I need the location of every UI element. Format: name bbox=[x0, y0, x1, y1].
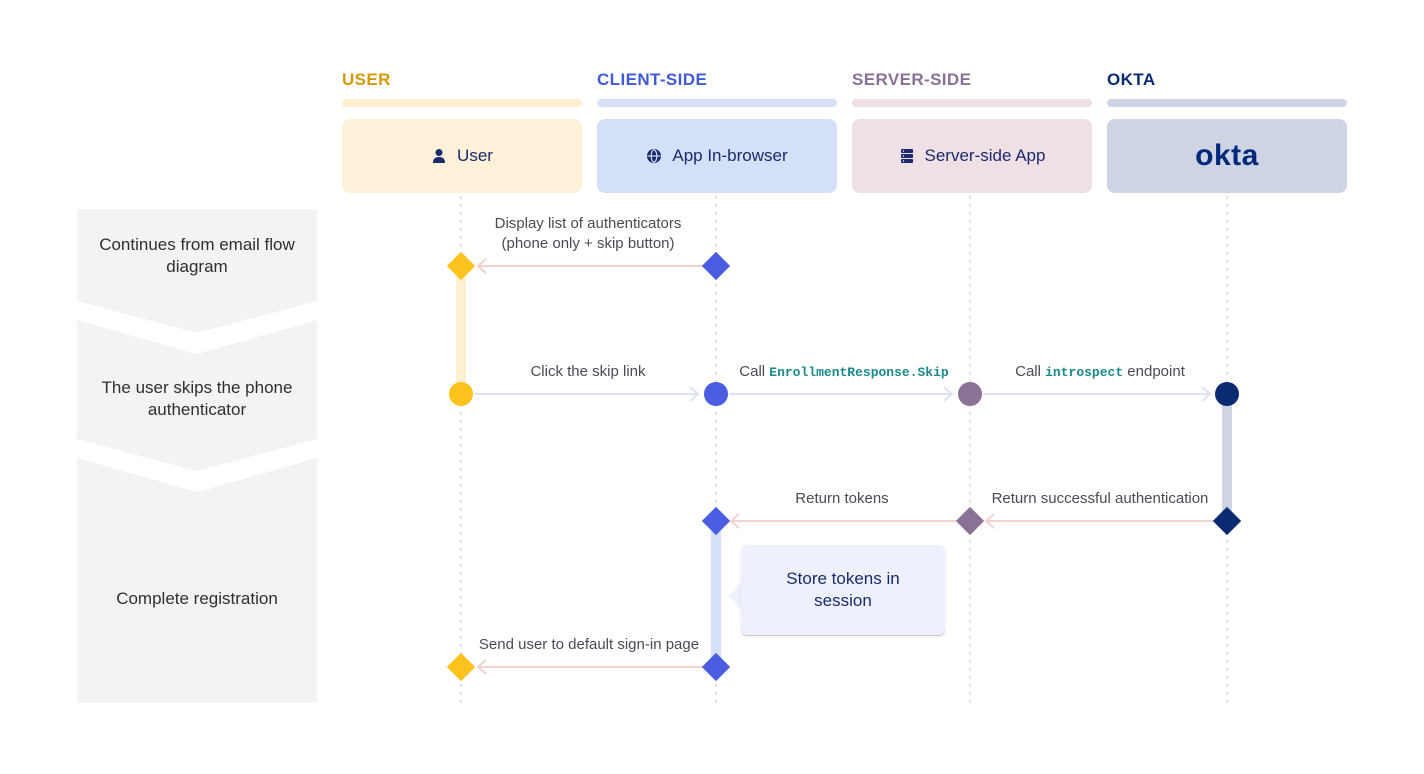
okta-logo: okta bbox=[1195, 139, 1259, 172]
msg-display-line2: (phone only + skip button) bbox=[501, 235, 675, 252]
node-server-circle bbox=[958, 382, 982, 406]
node-user-diamond-2 bbox=[446, 652, 476, 682]
step-complete-registration-label: Complete registration bbox=[116, 588, 278, 608]
node-server-diamond bbox=[955, 506, 985, 536]
node-user-circle bbox=[449, 382, 473, 406]
arrow-send-signin bbox=[476, 659, 703, 675]
lane-label-user: USER bbox=[342, 70, 391, 89]
lane-label-client: CLIENT-SIDE bbox=[597, 70, 708, 89]
node-client-diamond-1 bbox=[701, 251, 731, 281]
node-client-diamond-3 bbox=[701, 652, 731, 682]
lane-bar-user bbox=[342, 99, 582, 107]
actor-client-label: App In-browser bbox=[672, 146, 788, 165]
lane-bar-server bbox=[852, 99, 1092, 107]
msg-display-authenticators: Display list of authenticators (phone on… bbox=[470, 214, 706, 254]
msg-return-auth: Return successful authentication bbox=[991, 490, 1209, 507]
activation-okta bbox=[1222, 394, 1232, 521]
arrow-click-skip bbox=[474, 386, 700, 402]
msg-return-tokens: Return tokens bbox=[795, 490, 889, 507]
step-continues-label: Continues from email flow diagram bbox=[99, 235, 295, 276]
server-icon bbox=[899, 148, 915, 164]
msg-display-line1: Display list of authenticators bbox=[494, 215, 682, 232]
msg-call-skip-prefix: Call bbox=[739, 363, 770, 380]
node-client-diamond-2 bbox=[701, 506, 731, 536]
msg-click-skip: Click the skip link bbox=[530, 363, 646, 380]
msg-introspect-code: introspect bbox=[1045, 365, 1124, 380]
actor-client: App In-browser bbox=[597, 119, 837, 193]
msg-send-signin: Send user to default sign-in page bbox=[478, 636, 700, 653]
note-store-tokens-text: Store tokens in session bbox=[786, 569, 900, 610]
arrow-return-auth bbox=[984, 513, 1213, 529]
msg-introspect-prefix: Call bbox=[1015, 363, 1046, 380]
lane-label-okta: OKTA bbox=[1107, 70, 1156, 89]
arrow-call-introspect bbox=[983, 386, 1212, 402]
arrow-return-tokens bbox=[729, 513, 956, 529]
actor-user-label: User bbox=[457, 146, 493, 165]
arrow-call-skip bbox=[729, 386, 954, 402]
lane-label-server: SERVER-SIDE bbox=[852, 70, 972, 89]
step-skip-phone-label: The user skips the phone authenticator bbox=[101, 377, 293, 419]
lane-bar-client bbox=[597, 99, 837, 107]
activation-user bbox=[456, 266, 466, 394]
msg-call-skip: Call EnrollmentResponse.Skip bbox=[722, 362, 966, 383]
actor-okta: okta bbox=[1107, 119, 1347, 193]
globe-icon bbox=[646, 148, 662, 164]
actor-server-label: Server-side App bbox=[924, 146, 1046, 165]
msg-introspect-suffix: endpoint bbox=[1123, 363, 1185, 380]
person-icon bbox=[431, 148, 447, 164]
msg-call-skip-code: EnrollmentResponse.Skip bbox=[769, 365, 949, 380]
actor-user: User bbox=[342, 119, 582, 193]
node-okta-circle bbox=[1215, 382, 1239, 406]
activation-client bbox=[711, 521, 721, 667]
node-client-circle bbox=[704, 382, 728, 406]
msg-call-introspect: Call introspect endpoint bbox=[978, 362, 1222, 383]
step-complete-registration: Complete registration bbox=[77, 458, 317, 703]
actor-server: Server-side App bbox=[852, 119, 1092, 193]
lane-bar-okta bbox=[1107, 99, 1347, 107]
arrow-display-authenticators bbox=[476, 258, 703, 274]
note-store-tokens: Store tokens in session bbox=[741, 545, 945, 635]
note-pointer bbox=[728, 582, 742, 610]
node-okta-diamond bbox=[1212, 506, 1242, 536]
node-user-diamond-1 bbox=[446, 251, 476, 281]
